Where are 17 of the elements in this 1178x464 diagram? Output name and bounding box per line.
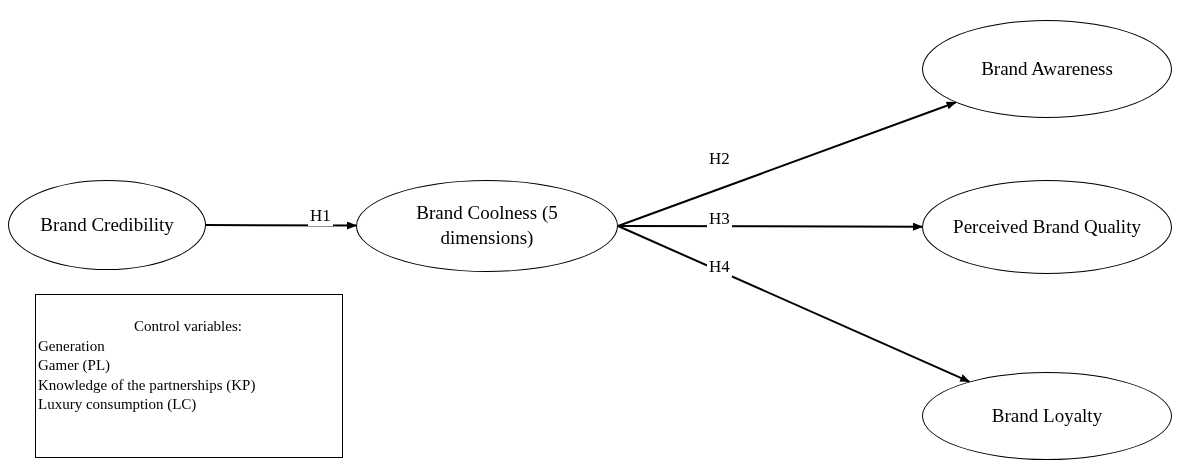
construct-label: Brand Awareness bbox=[981, 56, 1113, 81]
construct-label: Brand Loyalty bbox=[991, 403, 1103, 428]
edge-label: H3 bbox=[707, 210, 732, 229]
note-item: Generation bbox=[38, 336, 106, 356]
edge-label: H1 bbox=[308, 207, 333, 226]
arrow bbox=[617, 101, 957, 227]
note-box bbox=[35, 294, 343, 458]
note-item: Gamer (PL) bbox=[38, 356, 112, 375]
edge-label: H4 bbox=[707, 258, 732, 277]
note-item: Knowledge of the partnerships (KP) bbox=[38, 375, 257, 395]
note-heading: Control variables: bbox=[133, 317, 243, 336]
note-item: Luxury consumption (LC) bbox=[38, 395, 198, 414]
construct-label: Brand Coolness (5 dimensions) bbox=[415, 201, 559, 250]
construct-label: Perceived Brand Quality bbox=[953, 214, 1141, 239]
arrow bbox=[617, 222, 923, 231]
arrow bbox=[617, 225, 971, 383]
construct-label: Brand Credibility bbox=[40, 212, 174, 237]
